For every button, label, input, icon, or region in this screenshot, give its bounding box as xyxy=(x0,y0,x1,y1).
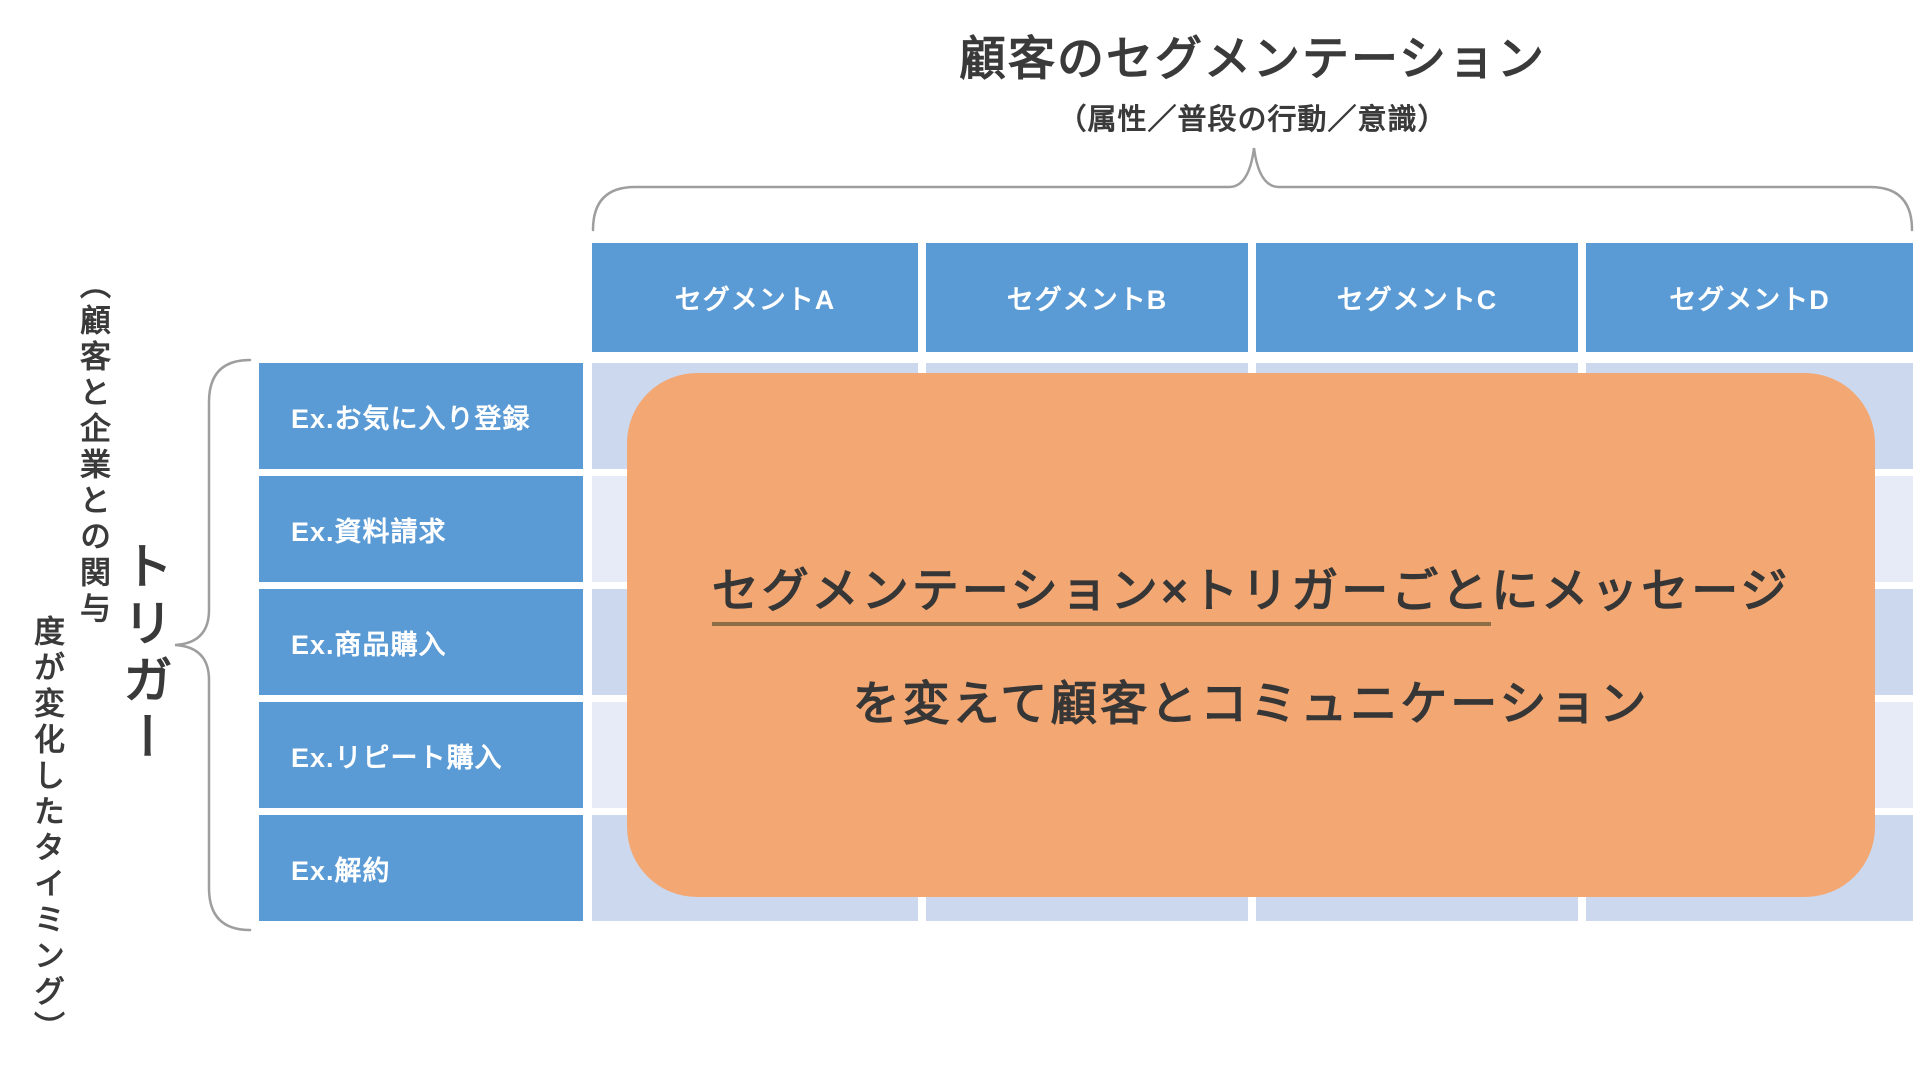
diagram-title: 顧客のセグメンテーション xyxy=(958,32,1547,85)
column-header-segment-d: セグメントD xyxy=(1586,243,1913,352)
callout-line-2: を変えて顧客とコミュニケーション xyxy=(852,677,1650,730)
callout-line-1-rest: にメッセージ xyxy=(1491,564,1791,617)
row-header-purchase: Ex.商品購入 xyxy=(259,589,583,695)
column-header-segment-a: セグメントA xyxy=(592,243,918,352)
top-brace xyxy=(591,147,1914,232)
callout-line-1: セグメンテーション×トリガーごとにメッセージ xyxy=(711,552,1791,626)
left-brace xyxy=(174,358,252,932)
title-block: 顧客のセグメンテーション （属性／普段の行動／意識） xyxy=(585,20,1920,138)
row-header-document-request: Ex.資料請求 xyxy=(259,476,583,582)
trigger-axis-label: トリガー xyxy=(116,540,172,768)
row-header-favorite: Ex.お気に入り登録 xyxy=(259,363,583,469)
row-header-cancellation: Ex.解約 xyxy=(259,815,583,921)
left-note-column-1: （顧客と企業との関与 xyxy=(75,268,110,628)
callout-box: セグメンテーション×トリガーごとにメッセージ を変えて顧客とコミュニケーション xyxy=(627,373,1875,897)
column-header-segment-c: セグメントC xyxy=(1256,243,1578,352)
left-note-column-2: 度が変化したタイミング） xyxy=(29,615,64,1047)
diagram-subtitle: （属性／普段の行動／意識） xyxy=(1057,104,1448,136)
column-header-segment-b: セグメントB xyxy=(926,243,1248,352)
callout-line-1-underlined: セグメンテーション×トリガーごと xyxy=(711,564,1492,626)
row-header-repeat-purchase: Ex.リピート購入 xyxy=(259,702,583,808)
